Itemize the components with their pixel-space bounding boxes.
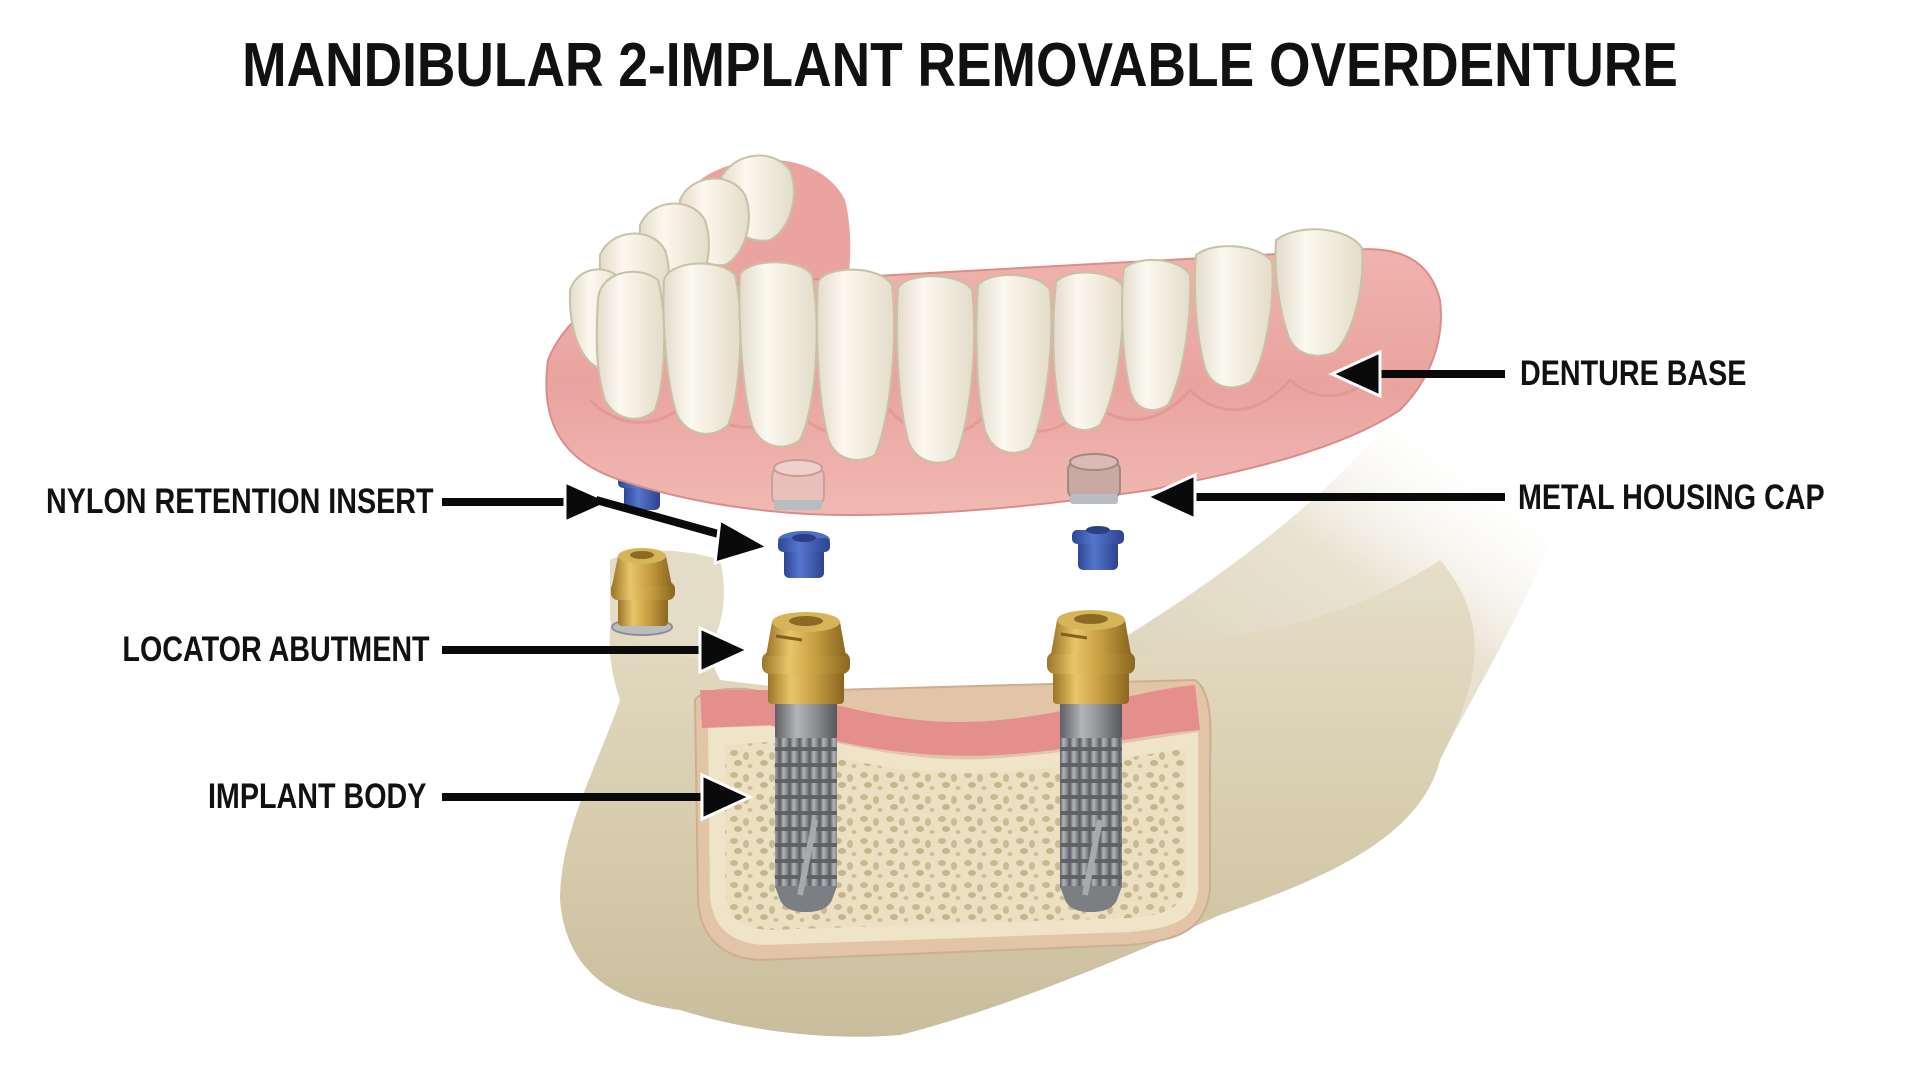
arrow-implant-body xyxy=(442,772,754,822)
anterior-teeth xyxy=(595,228,1364,464)
implant-left xyxy=(775,700,837,912)
denture xyxy=(545,154,1442,517)
locator-abutment-back xyxy=(611,548,675,636)
label-denture-base: DENTURE BASE xyxy=(1520,354,1747,393)
label-locator-abutment: LOCATOR ABUTMENT xyxy=(122,630,430,669)
locator-abutment-right xyxy=(1047,610,1135,704)
arrow-metal-housing-cap xyxy=(1143,472,1505,522)
metal-housing-cap-right xyxy=(1067,453,1121,504)
nylon-insert-right xyxy=(1072,526,1124,570)
label-nylon-retention-insert: NYLON RETENTION INSERT xyxy=(46,482,434,521)
metal-housing-cap-left xyxy=(771,459,825,510)
label-implant-body: IMPLANT BODY xyxy=(207,777,426,816)
arrow-nylon-retention-insert xyxy=(442,479,772,566)
arrow-locator-abutment xyxy=(442,625,752,675)
arrow-denture-base xyxy=(1328,349,1505,399)
label-metal-housing-cap: METAL HOUSING CAP xyxy=(1518,478,1825,517)
implant-right xyxy=(1060,700,1122,912)
arrows xyxy=(442,349,1505,822)
page-title: MANDIBULAR 2-IMPLANT REMOVABLE OVERDENTU… xyxy=(242,31,1678,100)
bone-cross-section xyxy=(693,678,1212,962)
locator-abutment-left xyxy=(762,612,850,704)
nylon-insert-left xyxy=(778,531,830,578)
